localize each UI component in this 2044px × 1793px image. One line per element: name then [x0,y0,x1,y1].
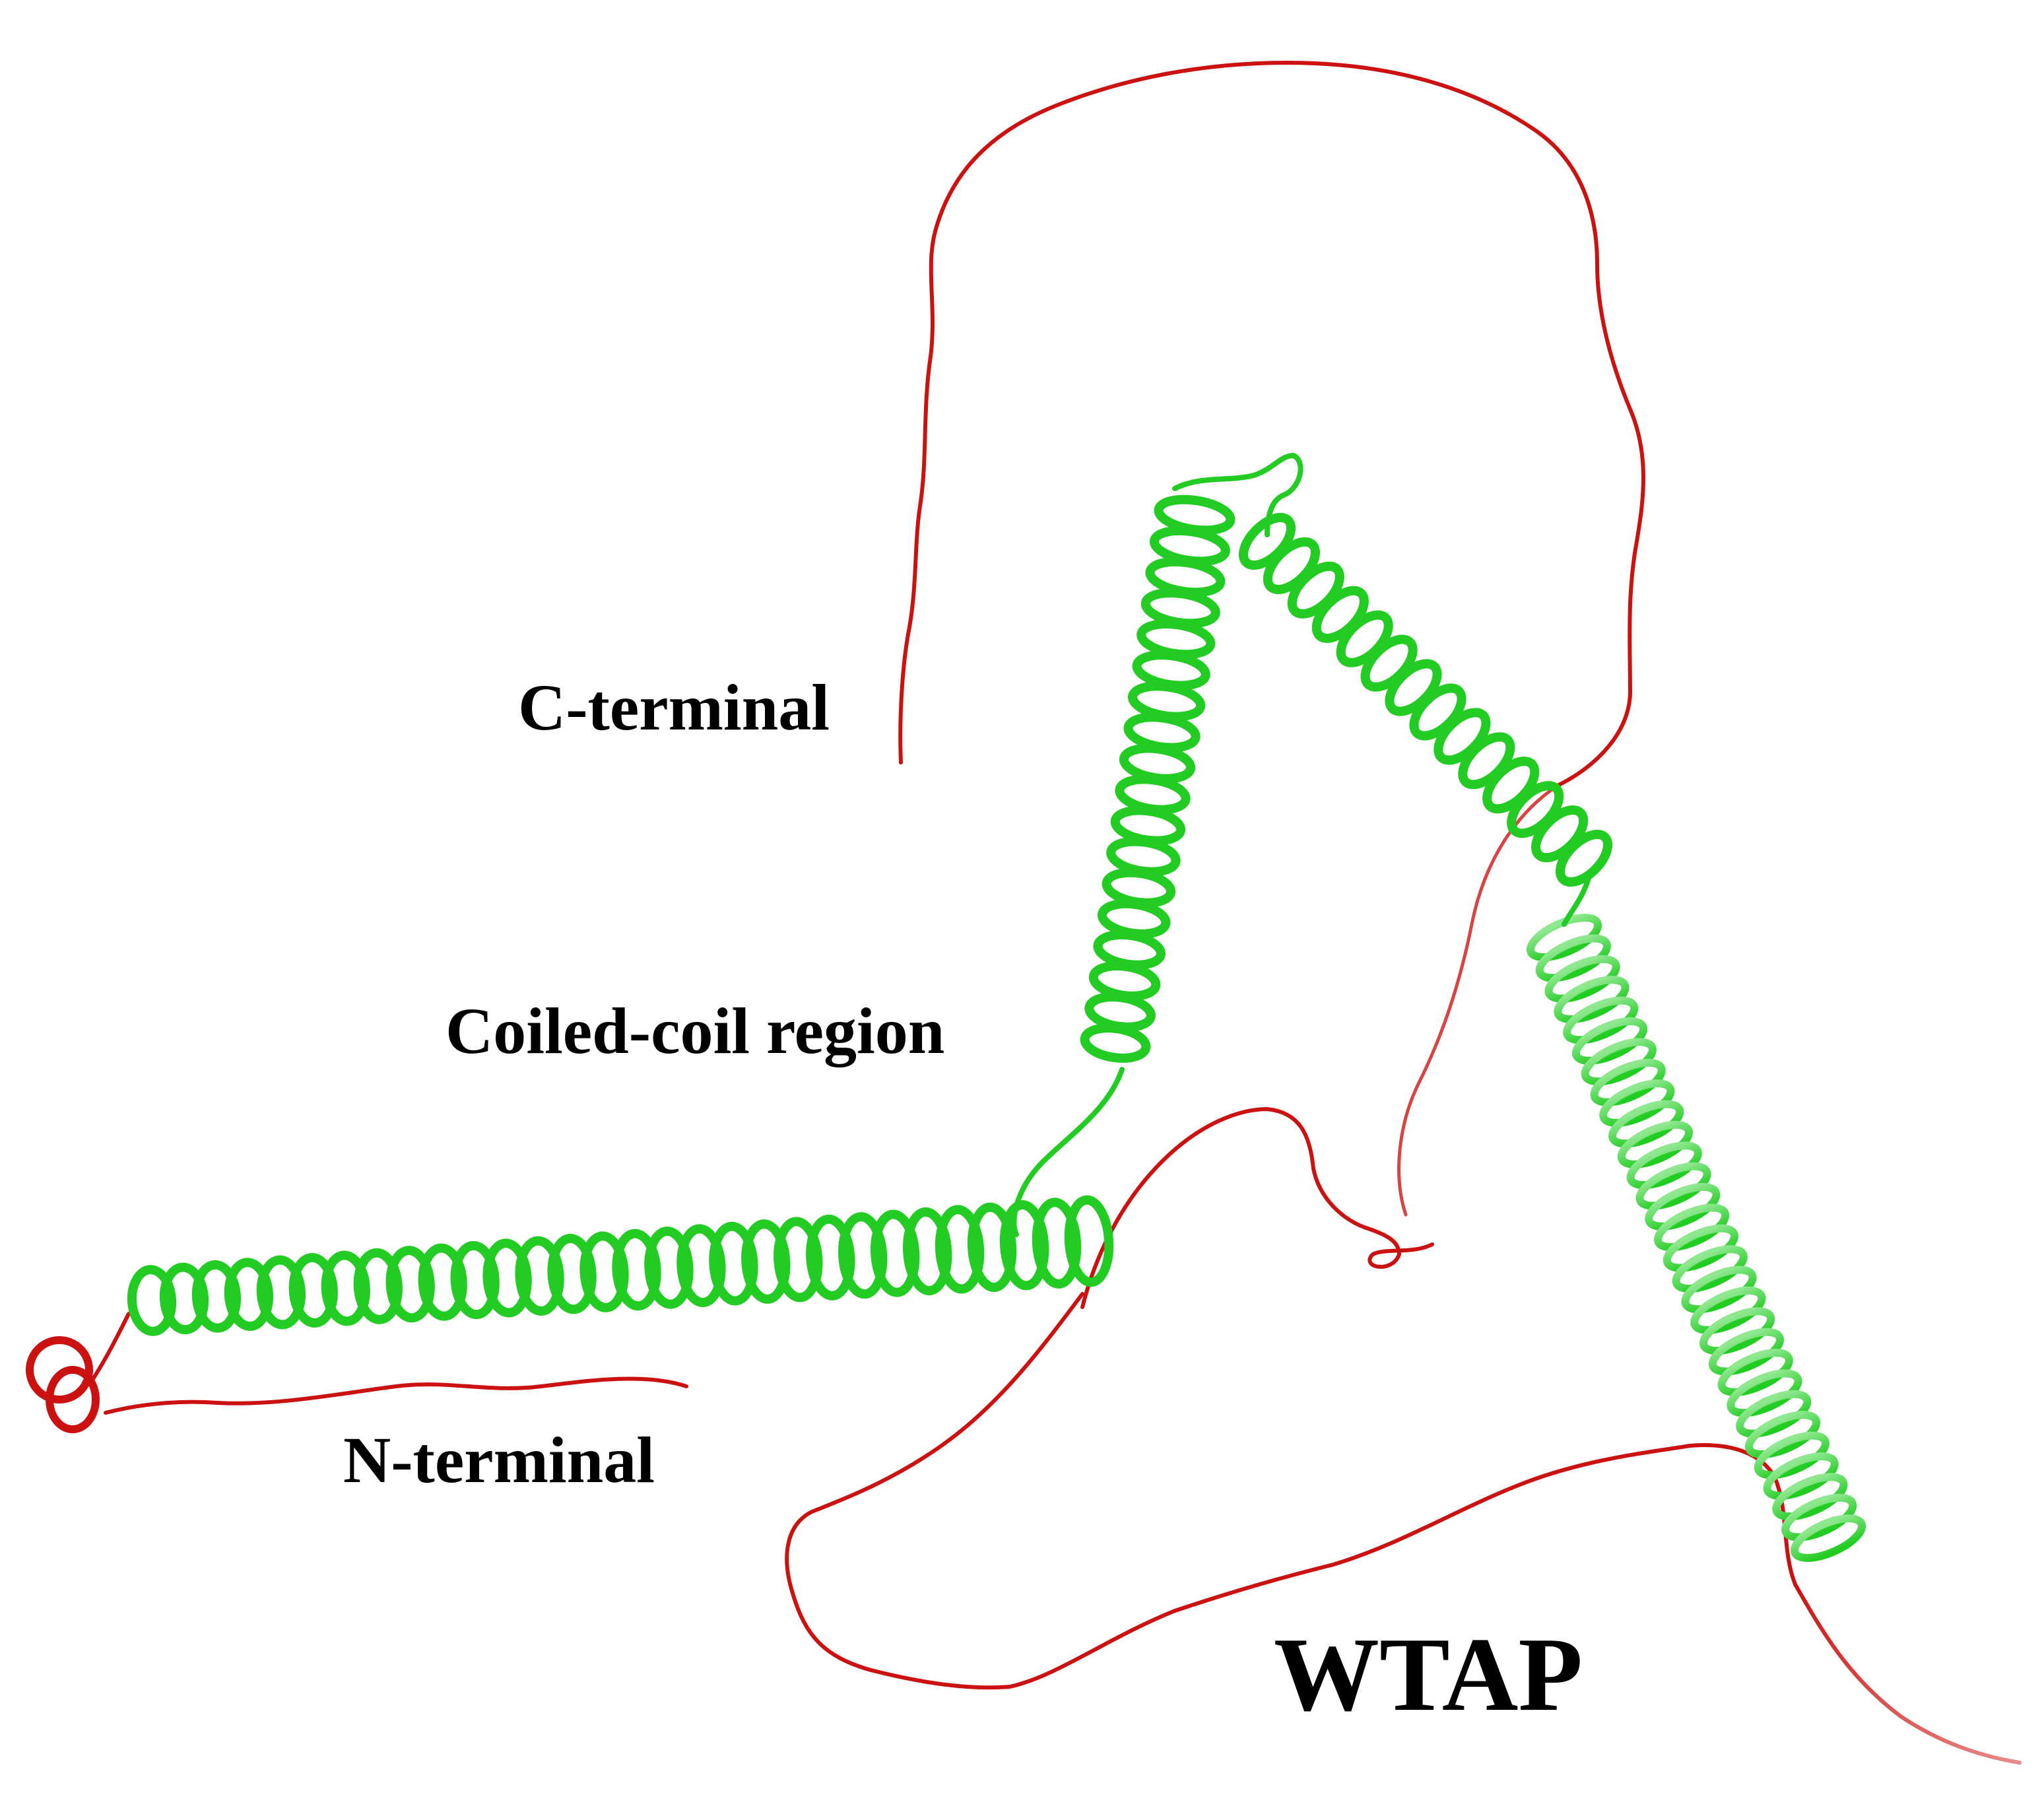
helix-turn [1581,1038,1657,1086]
helix-turn [1663,1224,1739,1272]
helix-turn [1736,1390,1812,1438]
helix-turn [644,1226,694,1309]
n-terminal-loop [104,1376,688,1415]
helix-turn [838,1212,888,1299]
helix-turn [321,1250,370,1326]
helix-regions [127,453,1866,1562]
helix-turn [774,1217,823,1302]
helix-turn [1699,1307,1775,1355]
lower-diagonal-helix [1526,914,1866,1562]
lower-loop [1080,1107,1434,1309]
helix-turn [1287,561,1344,619]
helix-turn [1645,1182,1721,1231]
helix-turn [806,1214,855,1301]
labels: C-terminal Coiled-coil region N-terminal… [343,671,1583,1733]
helix-turn [1754,1431,1830,1479]
helix-turn [1263,537,1320,594]
helix-turn [1571,1017,1648,1065]
helix-turn [1653,1203,1730,1252]
helix-link-right [1562,869,1593,927]
c-terminal-loop [898,61,1645,788]
helix-turn [1458,732,1515,790]
diagonal-helix [1238,512,1613,887]
helix-turn [1409,683,1467,741]
n-terminal-label: N-terminal [343,1423,655,1497]
helix-turn [1763,1452,1839,1500]
c-terminal-label: C-terminal [518,671,830,744]
helix-turn [999,1200,1049,1291]
helix-link-top [1172,453,1303,537]
n-terminal-curl [26,1336,100,1433]
coiled-coil-label: Coiled-coil region [445,994,944,1067]
horizontal-helix [127,1195,1114,1336]
helix-turn [1507,781,1564,838]
helix-turn [450,1240,500,1320]
helix-turn [482,1238,532,1318]
helix-turn [256,1255,306,1330]
helix-turn [224,1258,273,1332]
helix-turn [1672,1245,1748,1293]
helix-turn [1032,1198,1082,1289]
helix-turn [935,1205,985,1294]
helix-turn [159,1262,209,1335]
helix-turn [1385,659,1442,716]
helix-turn [1311,586,1369,643]
helix-turn [1531,805,1589,863]
helix-turn [353,1248,403,1324]
helix-turn [191,1260,241,1333]
helix-turn [1064,1195,1114,1287]
helix-turn [1781,1493,1857,1541]
helix-turn [1563,996,1639,1044]
helix-turn [579,1231,629,1312]
helix-turn [1544,955,1620,1003]
helix-turn [1554,976,1630,1024]
bottom-tail [1793,1582,2022,1765]
loop-regions [26,61,2022,1765]
helix-turn [709,1221,758,1306]
helix-turn [1608,1100,1684,1148]
helix-turn [385,1246,435,1323]
helix-turn [1635,1162,1711,1210]
helix-turn [1790,1514,1866,1562]
helix-turn [967,1202,1017,1293]
helix-turn [676,1224,726,1308]
helix-turn [612,1229,661,1311]
helix-turn [1526,914,1602,961]
helix-turn [1617,1120,1694,1168]
helix-turn [1717,1349,1793,1396]
helix-turn [288,1253,338,1328]
helix-turn [1727,1369,1802,1417]
helix-turn [1360,634,1418,692]
vertical-helix [1080,494,1236,1063]
helix-turn [1482,757,1540,814]
helix-turn [1080,1023,1151,1063]
helix-turn [741,1219,791,1304]
helix-turn [903,1207,952,1296]
helix-turn [1744,1411,1821,1459]
figure-title: WTAP [1274,1615,1583,1733]
helix-turn [1599,1079,1675,1127]
helix-turn [515,1236,564,1316]
bottom-loop [785,1292,1797,1690]
helix-turn [1681,1266,1757,1314]
helix-turn [1626,1141,1702,1190]
helix-turn [1434,708,1491,765]
helix-turn [127,1265,177,1336]
helix-link-bottom [1011,1067,1125,1237]
middle-loop [1397,784,1560,1217]
helix-turn [1336,610,1393,667]
helix-turn [1555,829,1613,887]
helix-turn [418,1243,467,1321]
helix-turn [1535,934,1611,982]
helix-turn [1690,1286,1766,1334]
helix-turn [1590,1058,1666,1106]
helix-turn [871,1209,920,1297]
helix-turn [1772,1473,1848,1521]
helix-turn [547,1233,597,1314]
n-terminal-link [90,1312,131,1382]
helix-turn [1708,1328,1785,1376]
